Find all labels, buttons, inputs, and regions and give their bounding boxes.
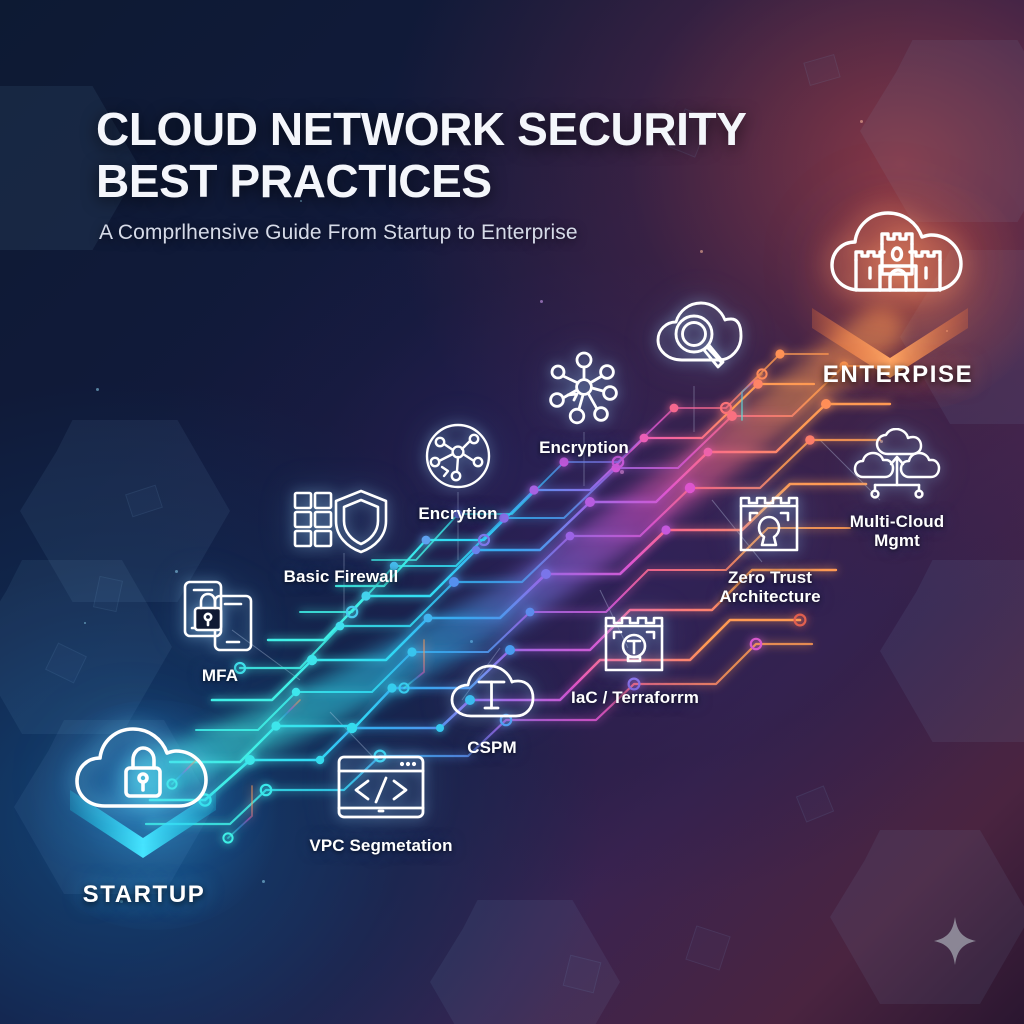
page-title: CLOUD NETWORK SECURITY BEST PRACTICES [96, 103, 747, 207]
network-globe-icon [422, 420, 494, 497]
hexagon-decoration [880, 560, 1024, 742]
node-encrytion[interactable]: Encrytion [400, 420, 516, 523]
particle [620, 470, 624, 474]
multi-cloud-icon [852, 427, 942, 505]
node-label: Zero Trust Architecture [719, 568, 821, 607]
node-encryption[interactable]: Encryption [528, 348, 640, 457]
node-mfa[interactable]: MFA [160, 578, 280, 685]
hexagon-decoration [830, 830, 1024, 1004]
particle [300, 200, 302, 202]
shard-decoration [803, 54, 841, 86]
node-zero-trust[interactable]: Zero Trust Architecture [688, 488, 852, 606]
particle [96, 388, 99, 391]
vault-keyhole-icon [735, 488, 805, 561]
hub-spoke-icon [545, 348, 623, 431]
mfa-devices-lock-icon [181, 578, 259, 659]
particle [120, 900, 123, 903]
node-cloud-monitoring[interactable] [650, 300, 746, 390]
node-label: Encrytion [418, 504, 498, 523]
node-label: CSPM [467, 738, 517, 757]
particle [860, 120, 863, 123]
particle [175, 570, 178, 573]
page-subtitle: A Comprlhensive Guide From Startup to En… [99, 221, 578, 245]
startup-endpoint[interactable]: STARTUP [58, 718, 230, 909]
enterprise-endpoint[interactable]: ENTERPISE [808, 204, 988, 389]
cloud-castle-icon [822, 204, 974, 319]
particle [470, 640, 473, 643]
sparkle-icon [932, 915, 978, 972]
shard-decoration [685, 925, 731, 971]
vault-t-icon [600, 608, 670, 681]
node-basic-firewall[interactable]: Basic Firewall [274, 487, 408, 586]
node-iac-terraform[interactable]: IaC / Terraforrm [560, 608, 710, 707]
particle [84, 622, 86, 624]
code-window-icon [335, 752, 427, 829]
header: CLOUD NETWORK SECURITY BEST PRACTICES A … [96, 103, 747, 245]
startup-label: STARTUP [82, 881, 206, 908]
shard-decoration [795, 785, 835, 823]
hexagon-decoration [860, 40, 1024, 222]
node-multi-cloud[interactable]: Multi-Cloud Mgmt [822, 427, 972, 551]
node-cspm[interactable]: CSPM [436, 664, 548, 757]
particle [700, 250, 703, 253]
node-label: Encryption [539, 438, 629, 457]
cloud-t-icon [449, 664, 535, 731]
particle [430, 842, 432, 844]
node-label: MFA [201, 666, 239, 685]
node-label: IaC / Terraforrm [571, 688, 699, 707]
node-label: Multi-Cloud Mgmt [849, 512, 945, 551]
cloud-magnifier-icon [652, 300, 744, 383]
node-label: Basic Firewall [283, 567, 399, 586]
enterprise-label: ENTERPISE [822, 361, 974, 388]
node-vpc-segmentation[interactable]: VPC Segmetation [300, 752, 462, 855]
brickwall-shield-icon [291, 487, 391, 560]
cloud-lock-icon [69, 718, 219, 835]
node-label: VPC Segmetation [309, 836, 453, 855]
particle [262, 880, 265, 883]
particle [540, 300, 543, 303]
